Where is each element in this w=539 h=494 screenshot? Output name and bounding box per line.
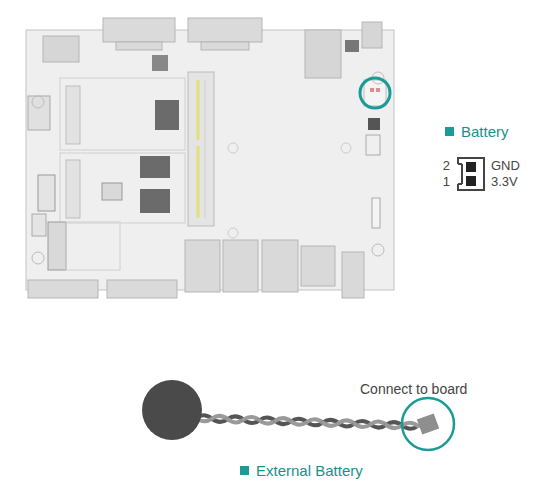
slot <box>66 160 80 218</box>
chip <box>140 189 170 213</box>
usb-port <box>223 240 258 292</box>
slot <box>66 86 80 144</box>
twisted-cable <box>196 415 418 428</box>
cable-strand <box>370 422 386 425</box>
region <box>66 222 120 270</box>
dc-jack <box>362 22 382 48</box>
chip <box>368 118 380 130</box>
heading: External Battery <box>256 462 363 479</box>
region <box>60 78 185 150</box>
slot-contacts <box>197 146 200 218</box>
connector <box>107 280 177 298</box>
chip <box>140 156 170 178</box>
slot-contacts <box>197 80 200 140</box>
battery-pin <box>376 88 380 92</box>
cable-strand <box>291 421 307 424</box>
mounting-hole <box>372 244 384 256</box>
connector-notch <box>454 164 462 184</box>
connector <box>305 30 341 78</box>
mounting-hole <box>341 143 351 153</box>
mounting-hole <box>32 96 44 108</box>
cable-plug <box>417 413 439 434</box>
cable-strand <box>275 418 291 421</box>
slot-contacts <box>205 80 206 218</box>
battery-connector <box>364 80 386 106</box>
cable-strand <box>402 423 418 426</box>
note: Connect to board <box>360 381 467 397</box>
pin <box>466 176 476 186</box>
cable-strand <box>386 425 402 428</box>
pin-number: 1 <box>443 175 450 190</box>
port <box>342 252 364 298</box>
chip <box>345 40 359 52</box>
connector <box>43 36 79 62</box>
connector-symbol <box>458 158 484 190</box>
cable-strand <box>355 424 371 427</box>
cable-strand <box>323 423 339 426</box>
chip <box>152 55 168 71</box>
usb-port <box>185 240 220 292</box>
connector <box>32 214 46 236</box>
pin-header <box>372 198 380 228</box>
sata-connector <box>38 175 55 211</box>
highlight-circle <box>360 78 390 108</box>
lan-port <box>262 240 298 292</box>
chip <box>155 100 179 130</box>
mounting-hole <box>228 143 238 153</box>
cable-strand <box>244 417 260 420</box>
chip <box>102 183 122 200</box>
pin-number: 2 <box>443 159 450 174</box>
pin-header <box>28 96 50 130</box>
sodimm-slot <box>188 72 214 226</box>
cable-strand <box>212 416 228 419</box>
region <box>60 153 185 223</box>
battery-pin <box>370 88 374 92</box>
mounting-hole <box>228 228 238 238</box>
connector <box>116 42 162 50</box>
port <box>301 246 335 286</box>
connector <box>188 18 262 42</box>
cable-strand <box>228 419 244 422</box>
signal-name: GND <box>491 159 520 174</box>
mounting-hole <box>32 252 44 264</box>
pin <box>466 162 476 172</box>
connector <box>103 18 175 42</box>
cable-strand <box>259 420 275 423</box>
heading-marker <box>240 466 249 475</box>
cable-strand <box>307 419 323 422</box>
heading-marker <box>445 127 454 136</box>
highlight-circle <box>402 398 454 450</box>
m2-slot <box>48 222 66 270</box>
cable-strand <box>339 420 355 423</box>
connector-notch <box>458 183 462 185</box>
heading: Battery <box>461 123 509 140</box>
connector-notch <box>461 164 463 184</box>
signal-name: 3.3V <box>491 175 518 190</box>
coin-battery <box>142 380 202 440</box>
connector <box>28 280 98 298</box>
connector <box>201 42 249 50</box>
component <box>366 135 380 155</box>
